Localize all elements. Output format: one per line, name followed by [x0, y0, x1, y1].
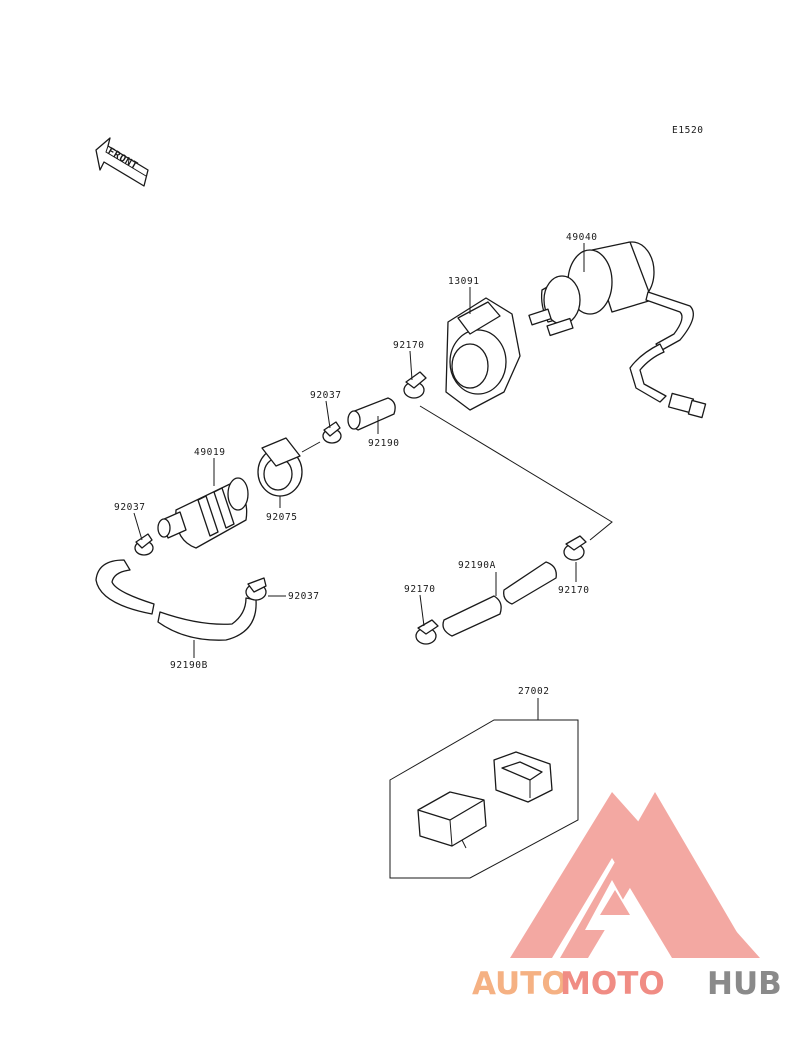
- part-92170-clamp-right: [563, 535, 587, 561]
- svg-text:MOTO: MOTO: [560, 966, 665, 1002]
- part-92190-hose: [347, 397, 396, 431]
- part-92037-clamp-mid: [322, 421, 342, 444]
- label-92037-mid: 92037: [310, 390, 342, 401]
- part-13091-bracket: [445, 297, 521, 411]
- diagram-code: E1520: [672, 125, 704, 136]
- svg-text:AUTO: AUTO: [472, 966, 568, 1002]
- part-92037-clamp-lower: [245, 577, 267, 601]
- label-13091: 13091: [448, 276, 480, 287]
- part-27002-connector: [417, 751, 553, 849]
- part-49040-fuel-filter: [528, 241, 707, 419]
- part-92190B-hose: [95, 559, 257, 641]
- part-92190A-hose: [442, 561, 557, 637]
- label-49040: 49040: [566, 232, 598, 243]
- part-92037-clamp-left: [134, 533, 154, 556]
- label-92037-lower: 92037: [288, 591, 320, 602]
- label-92170-right: 92170: [558, 585, 590, 596]
- watermark-logo: [510, 792, 760, 958]
- front-arrow-icon: FRONT: [95, 137, 149, 187]
- part-92170-clamp-lower: [415, 619, 439, 645]
- label-92037-left: 92037: [114, 502, 146, 513]
- label-92075: 92075: [266, 512, 298, 523]
- label-92170-upper: 92170: [393, 340, 425, 351]
- part-92075-band: [257, 437, 303, 497]
- label-92190: 92190: [368, 438, 400, 449]
- label-49019: 49019: [194, 447, 226, 458]
- kit-27002-outline: [389, 719, 579, 879]
- label-27002: 27002: [518, 686, 550, 697]
- label-92190B: 92190B: [170, 660, 208, 671]
- part-92170-clamp-upper: [403, 371, 427, 399]
- svg-text:HUB: HUB: [707, 966, 782, 1002]
- part-49019-fuel-pump: [157, 477, 249, 549]
- watermark-text: AUTO MOTO HUB: [472, 966, 782, 1002]
- label-92190A: 92190A: [458, 560, 496, 571]
- label-92170-lower: 92170: [404, 584, 436, 595]
